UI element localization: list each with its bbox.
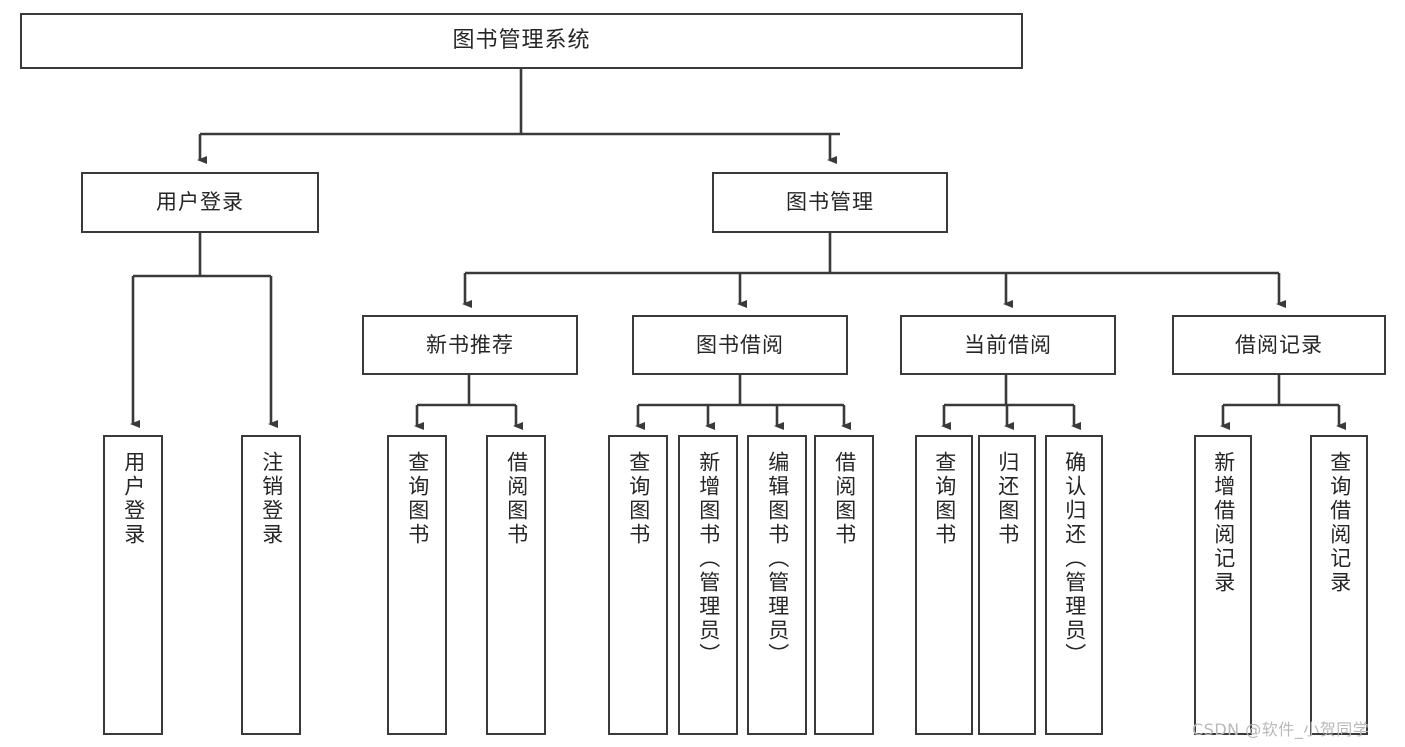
node-label: 归还图书	[995, 451, 1020, 547]
node-borrow-record[interactable]: 借阅记录	[1172, 315, 1386, 375]
node-label: 借阅图书	[832, 451, 857, 547]
leaf-borrow-edit-book-admin[interactable]: 编辑图书（管理员）	[747, 435, 807, 735]
node-label: 注销登录	[259, 451, 284, 547]
node-label: 图书管理	[786, 190, 874, 215]
node-root-system[interactable]: 图书管理系统	[20, 13, 1023, 69]
node-label: 图书借阅	[696, 332, 784, 357]
leaf-borrow-borrow-books[interactable]: 借阅图书	[814, 435, 874, 735]
node-label: 借阅图书	[504, 451, 529, 547]
leaf-current-return-books[interactable]: 归还图书	[978, 435, 1036, 735]
node-label: 当前借阅	[964, 332, 1052, 357]
node-label: 新增图书（管理员）	[696, 451, 721, 667]
watermark-text: CSDN @软件_小贺同学	[1192, 720, 1370, 739]
node-label: 图书管理系统	[452, 28, 591, 54]
leaf-current-confirm-return-admin[interactable]: 确认归还（管理员）	[1045, 435, 1103, 735]
leaf-borrow-query-books[interactable]: 查询图书	[608, 435, 668, 735]
leaf-record-add-record[interactable]: 新增借阅记录	[1194, 435, 1252, 735]
node-label: 查询图书	[932, 451, 957, 547]
node-label: 新增借阅记录	[1211, 451, 1236, 595]
node-user-login[interactable]: 用户登录	[81, 172, 319, 233]
leaf-borrow-add-book-admin[interactable]: 新增图书（管理员）	[678, 435, 738, 735]
node-label: 编辑图书（管理员）	[765, 451, 790, 667]
leaf-newbook-query-books[interactable]: 查询图书	[387, 435, 447, 735]
node-new-book-recommend[interactable]: 新书推荐	[362, 315, 578, 375]
leaf-user-login[interactable]: 用户登录	[103, 435, 163, 735]
node-label: 查询图书	[626, 451, 651, 547]
node-label: 用户登录	[156, 190, 244, 215]
leaf-logout[interactable]: 注销登录	[241, 435, 301, 735]
node-label: 查询借阅记录	[1327, 451, 1352, 595]
node-book-borrow[interactable]: 图书借阅	[632, 315, 848, 375]
node-label: 借阅记录	[1235, 332, 1323, 357]
node-current-borrow[interactable]: 当前借阅	[900, 315, 1116, 375]
node-book-management[interactable]: 图书管理	[712, 172, 948, 233]
node-label: 用户登录	[121, 451, 146, 547]
node-label: 新书推荐	[426, 332, 514, 357]
leaf-current-query-books[interactable]: 查询图书	[915, 435, 973, 735]
leaf-newbook-borrow-books[interactable]: 借阅图书	[486, 435, 546, 735]
node-label: 查询图书	[405, 451, 430, 547]
leaf-record-query-record[interactable]: 查询借阅记录	[1310, 435, 1368, 735]
node-label: 确认归还（管理员）	[1062, 451, 1087, 667]
